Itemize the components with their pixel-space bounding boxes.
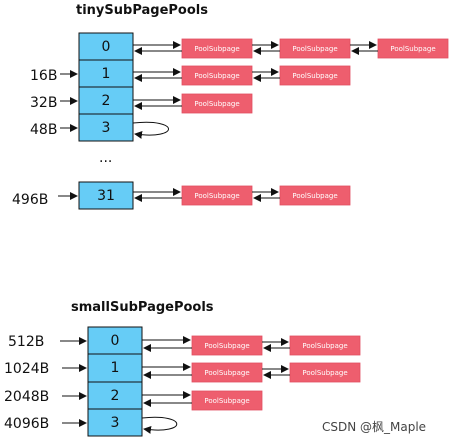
small-cell-3-self-loop — [141, 416, 178, 434]
tiny-row0-subpage-3-label: PoolSubpage — [390, 45, 435, 53]
small-cell-2-label: 2 — [111, 388, 120, 404]
small-row2-subpage-1 — [191, 390, 263, 411]
tiny-row2-subpage-1-label: PoolSubpage — [194, 100, 239, 108]
tiny-row0-subpage-2 — [279, 38, 351, 59]
tiny-cell-3-self-loop — [132, 121, 169, 139]
tiny-row0-subpage-1 — [181, 38, 253, 59]
small-cell-1-label: 1 — [111, 360, 120, 376]
tiny-row0-subpage-2-label: PoolSubpage — [292, 45, 337, 53]
small-row0-subpage-1 — [191, 335, 263, 356]
tiny-row0-subpage-1-label: PoolSubpage — [194, 45, 239, 53]
small-cell-1 — [87, 353, 143, 383]
small-row0-subpage-1-label: PoolSubpage — [204, 342, 249, 350]
small-cell-3 — [87, 408, 143, 437]
tiny-size-label-48b: 48B — [30, 122, 57, 138]
small-size-label-2048b: 2048B — [4, 389, 49, 405]
tiny-cell-31 — [78, 181, 134, 210]
tiny-cell-0 — [78, 32, 134, 61]
tiny-row1-subpage-2-label: PoolSubpage — [292, 72, 337, 80]
small-cell-0 — [87, 326, 143, 355]
tiny-cell-1 — [78, 59, 134, 88]
small-cell-3-label: 3 — [111, 415, 120, 431]
tiny-row31-subpage-1-label: PoolSubpage — [194, 192, 239, 200]
tiny-row0-subpage-3 — [377, 38, 449, 59]
tiny-row1-subpage-2 — [279, 65, 351, 86]
tiny-row1-subpage-1-label: PoolSubpage — [194, 72, 239, 80]
tiny-ellipsis: ... — [99, 150, 112, 166]
small-pool-array: 0 1 2 3 — [87, 326, 143, 437]
small-row1-subpage-1 — [191, 362, 263, 383]
tiny-row31-subpage-2 — [279, 185, 351, 206]
tiny-cell-2-label: 2 — [102, 93, 111, 109]
tiny-pools-title: tinySubPagePools — [76, 3, 208, 18]
small-row2-subpage-1-label: PoolSubpage — [204, 397, 249, 405]
tiny-cell-0-label: 0 — [102, 39, 111, 55]
small-size-label-512b: 512B — [8, 334, 44, 350]
small-row1-subpage-2-label: PoolSubpage — [302, 369, 347, 377]
tiny-row31-subpage-1 — [181, 185, 253, 206]
small-row1-subpage-2 — [289, 362, 361, 383]
tiny-size-label-496b: 496B — [12, 192, 48, 208]
small-row0-subpage-2 — [289, 335, 361, 356]
small-row0-subpage-2-label: PoolSubpage — [302, 342, 347, 350]
tiny-cell-1-label: 1 — [102, 66, 111, 82]
small-row1-subpage-1-label: PoolSubpage — [204, 369, 249, 377]
small-size-label-4096b: 4096B — [4, 416, 49, 432]
small-cell-0-label: 0 — [111, 333, 120, 349]
tiny-size-label-16b: 16B — [30, 68, 57, 84]
tiny-cell-31-label: 31 — [97, 188, 115, 204]
small-pools-title: smallSubPagePools — [71, 300, 214, 315]
tiny-row2-subpage-1 — [181, 93, 253, 114]
tiny-size-label-32b: 32B — [30, 95, 57, 111]
small-size-label-1024b: 1024B — [4, 361, 49, 377]
csdn-watermark: CSDN @枫_Maple — [322, 419, 426, 434]
tiny-row1-subpage-1 — [181, 65, 253, 86]
tiny-pool-array: 0 1 2 3 — [78, 32, 134, 142]
tiny-row31-subpage-2-label: PoolSubpage — [292, 192, 337, 200]
tiny-cell-3 — [78, 113, 134, 142]
tiny-cell-3-label: 3 — [102, 120, 111, 136]
